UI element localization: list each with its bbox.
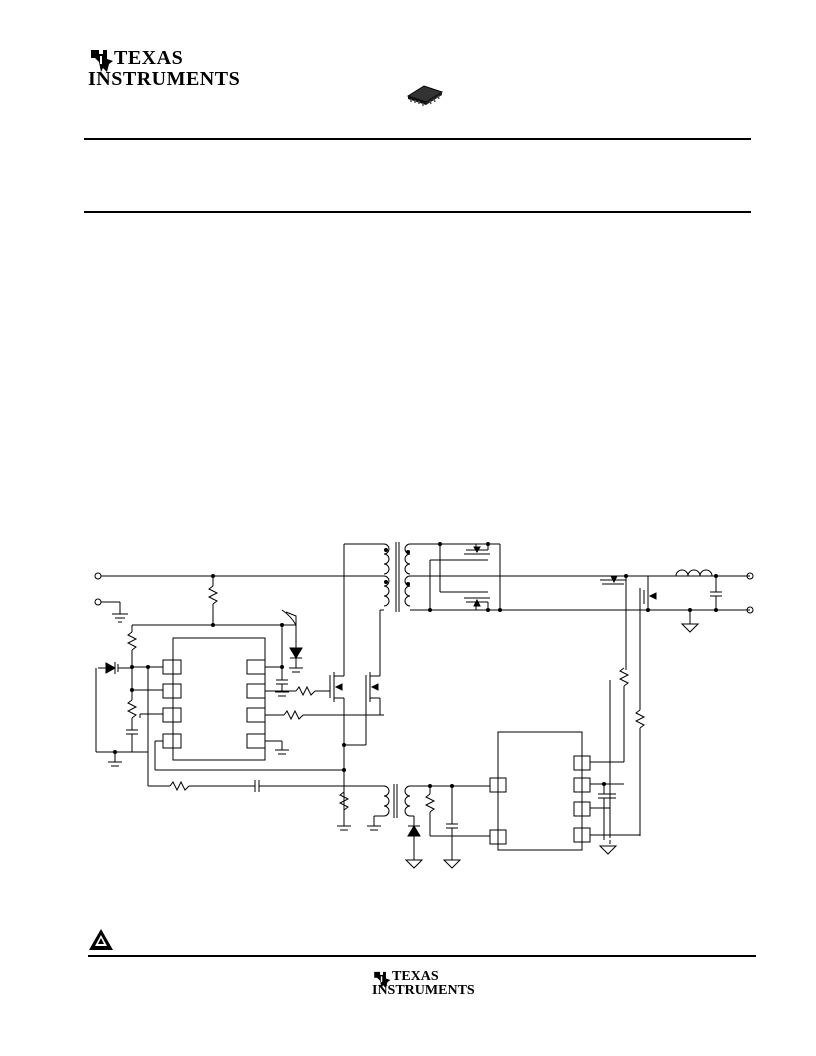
ti-logo-icon xyxy=(374,971,391,989)
header-rule-bottom xyxy=(84,211,751,213)
logo-word-instruments: INSTRUMENTS xyxy=(372,983,475,998)
vin-pos-terminal xyxy=(94,572,102,580)
esd-warning-triangle-icon xyxy=(89,929,113,950)
footer-rule xyxy=(88,955,756,957)
vin-neg-terminal xyxy=(94,598,102,606)
header-rule-top xyxy=(84,138,751,140)
ti-logo-footer: TEXAS INSTRUMENTS xyxy=(372,970,475,998)
logo-word-texas: TEXAS xyxy=(392,969,439,984)
soic-8-package-icon xyxy=(406,85,444,106)
vout-neg-terminal xyxy=(746,606,754,614)
vout-pos-terminal xyxy=(746,572,754,580)
logo-word-texas: TEXAS xyxy=(114,47,184,69)
ti-logo-icon xyxy=(91,50,113,72)
flyback-converter-schematic xyxy=(94,542,754,869)
logo-word-instruments: INSTRUMENTS xyxy=(88,68,241,90)
ti-logo-header: TEXAS INSTRUMENTS xyxy=(88,48,240,89)
